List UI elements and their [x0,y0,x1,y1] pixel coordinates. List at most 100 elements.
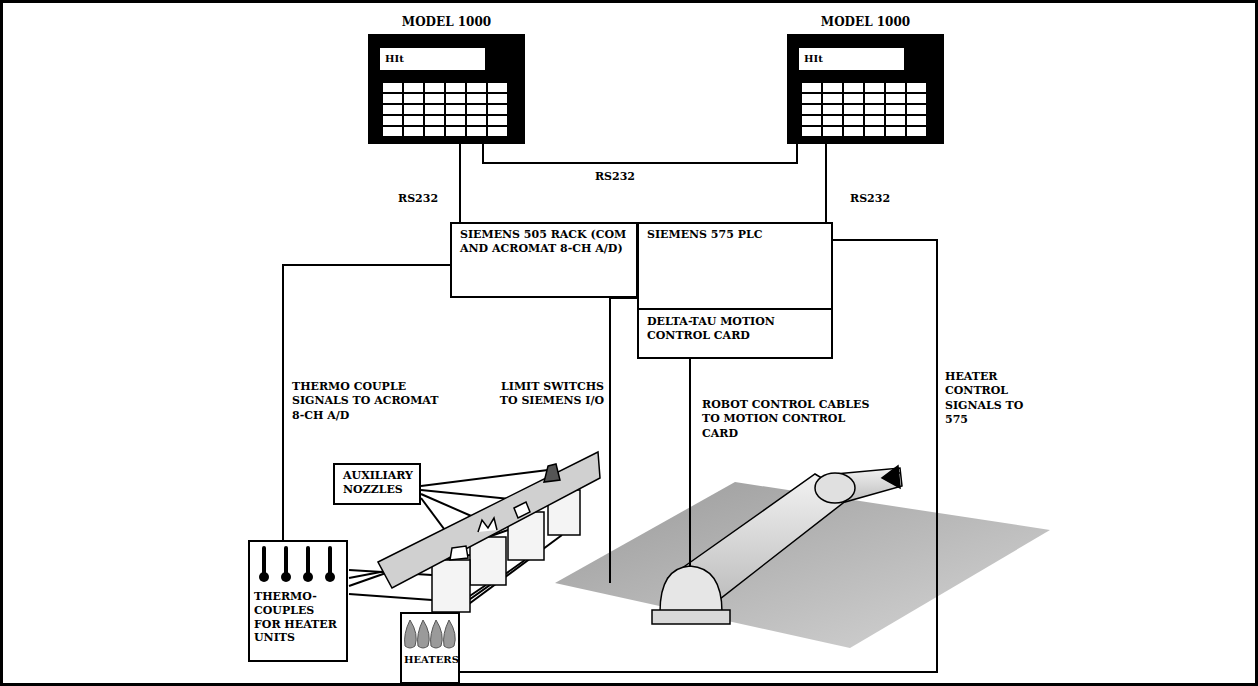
key [844,83,863,92]
connector [460,144,461,222]
key [467,94,486,103]
equipment-box: AUXILIARY NOZZLES [333,463,421,505]
key [886,127,905,136]
flame [405,620,417,648]
drawing-shape [610,298,637,583]
key [802,127,821,136]
key [425,116,444,125]
box-text: AUXILIARY NOZZLES [343,469,411,497]
key [823,105,842,114]
thermometer-bulb [259,572,269,582]
key [383,116,402,125]
drawing-shape [421,470,548,486]
key [383,127,402,136]
key [907,94,926,103]
key [488,105,507,114]
connector-line [483,144,797,163]
key [802,105,821,114]
key [907,127,926,136]
drawing-shape [652,610,730,624]
key [446,105,465,114]
thermometer-stem [262,548,266,574]
key [425,127,444,136]
flame [418,620,430,648]
key [404,127,423,136]
drawing-shape [815,473,855,503]
key [404,94,423,103]
key [446,83,465,92]
terminal-body: HIt [368,34,525,144]
thermocouple-box: THERMO-COUPLES FOR HEATER UNITS [248,540,348,662]
box-text: SIEMENS 505 RACK (COM AND ACROMAT 8-CH A… [460,228,628,256]
drawing-shape [514,502,530,518]
key [404,116,423,125]
key [446,116,465,125]
drawing-shape [432,560,470,612]
thermometer-bulb [281,572,291,582]
key [844,127,863,136]
box-text: THERMO-COUPLES FOR HEATER UNITS [254,590,342,645]
key [823,94,842,103]
key [467,83,486,92]
key [488,83,507,92]
key [844,105,863,114]
card-section: DELTA-TAU MOTION CONTROL CARD [639,308,831,357]
flame [431,620,443,648]
key [907,83,926,92]
key [383,94,402,103]
box-text: DELTA-TAU MOTION CONTROL CARD [647,315,823,343]
key [823,83,842,92]
connector-line [283,265,450,540]
key [425,105,444,114]
key [404,105,423,114]
terminal-body: HIt [787,34,944,144]
terminal-display: HIt [380,48,485,70]
thermometer-bulb [325,572,335,582]
drawing-shape [689,358,691,566]
key [488,127,507,136]
thermometer-icons [250,542,346,586]
key [802,116,821,125]
drawing-shape [450,546,468,560]
connector-label: RS232 [848,192,910,206]
key [488,116,507,125]
key [865,127,884,136]
flame [444,620,456,648]
keypad [801,82,931,138]
robot [555,466,1050,648]
connector-line [825,144,827,222]
device-title: MODEL 1000 [787,10,944,34]
drawing-shape [660,566,722,612]
key [446,127,465,136]
connector-label: RS232 [396,192,458,206]
thermometer-stem [328,548,332,574]
drawing-shape [882,466,900,488]
key [383,105,402,114]
key [383,83,402,92]
equipment-box: SIEMENS 575 PLCDELTA-TAU MOTION CONTROL … [637,222,833,359]
key [802,94,821,103]
key [865,116,884,125]
key [844,94,863,103]
flame-icons [402,614,458,658]
key [404,83,423,92]
key [907,105,926,114]
display-text: HIt [799,48,904,70]
drawing-shape [899,472,901,474]
key [865,94,884,103]
key [467,127,486,136]
thermometer-bulb [303,572,313,582]
key [446,94,465,103]
key [802,83,821,92]
signal-label: ROBOT CONTROL CABLES TO MOTION CONTROL C… [700,398,874,441]
key [823,116,842,125]
drawing-shape [349,594,432,600]
box-text: HEATERS [404,654,456,667]
key [467,105,486,114]
key [865,105,884,114]
key [823,127,842,136]
connector-line [459,144,461,222]
terminal-display: HIt [799,48,904,70]
